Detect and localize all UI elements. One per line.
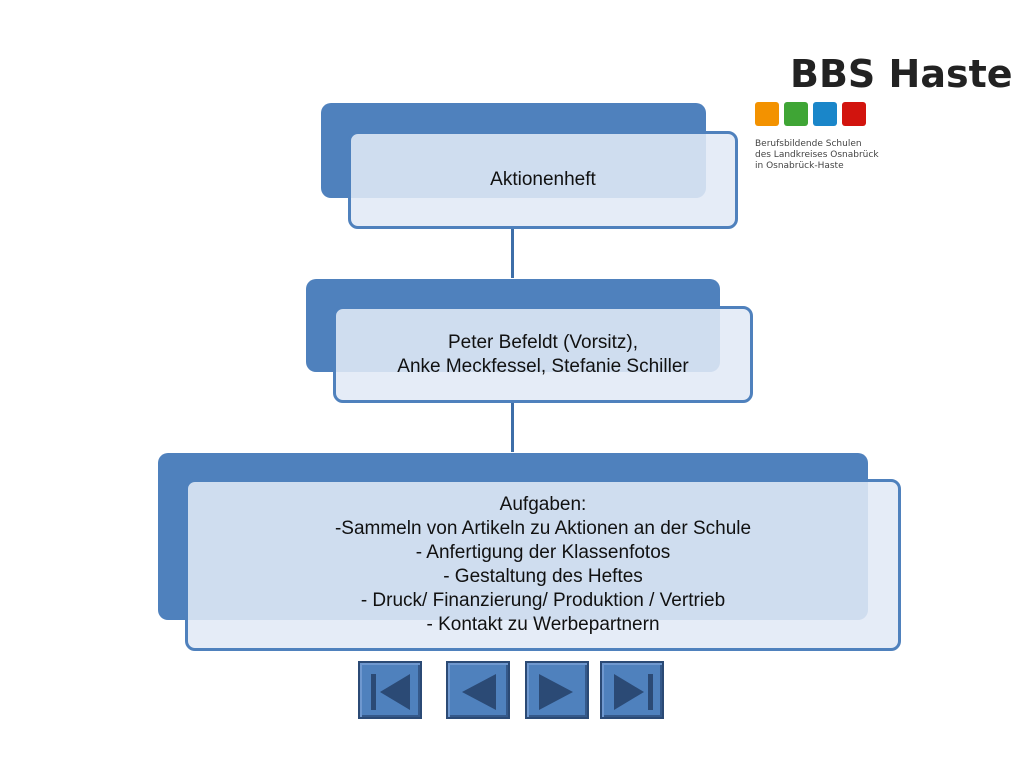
logo-square-red <box>842 102 866 126</box>
logo-title: BBS Haste <box>790 52 1013 96</box>
box-3-line: - Druck/ Finanzierung/ Produktion / Vert… <box>360 590 726 611</box>
logo-square-orange <box>755 102 779 126</box>
logo-subtitle-line: Berufsbildende Schulen <box>755 139 862 149</box>
next-slide-icon <box>539 674 573 710</box>
connector-line <box>511 402 514 452</box>
box-2: Peter Befeldt (Vorsitz), Anke Meckfessel… <box>333 306 753 403</box>
box-3: Aufgaben: -Sammeln von Artikeln zu Aktio… <box>185 479 901 651</box>
box-3-line: Aufgaben: <box>499 494 587 515</box>
last-slide-icon <box>614 674 653 710</box>
box-3-line: -Sammeln von Artikeln zu Aktionen an der… <box>334 518 752 539</box>
first-slide-icon <box>371 674 410 710</box>
box-3-line: - Gestaltung des Heftes <box>443 566 643 587</box>
box-2-line: Peter Befeldt (Vorsitz), <box>447 331 639 353</box>
previous-slide-icon <box>462 674 496 710</box>
first-slide-button[interactable] <box>358 661 422 719</box>
next-slide-button[interactable] <box>525 661 589 719</box>
logo-square-green <box>784 102 808 126</box>
box-3-line: - Kontakt zu Werbepartnern <box>426 614 660 635</box>
box-1: Aktionenheft <box>348 131 738 229</box>
connector-line <box>511 228 514 278</box>
box-3-line: - Anfertigung der Klassenfotos <box>415 542 671 563</box>
box-2-line: Anke Meckfessel, Stefanie Schiller <box>397 355 689 377</box>
logo-subtitle: Berufsbildende Schulen des Landkreises O… <box>755 139 879 172</box>
box-1-text: Aktionenheft <box>490 169 596 190</box>
logo-square-blue <box>813 102 837 126</box>
last-slide-button[interactable] <box>600 661 664 719</box>
logo-squares <box>755 102 866 126</box>
logo-subtitle-line: in Osnabrück-Haste <box>755 161 844 171</box>
previous-slide-button[interactable] <box>446 661 510 719</box>
logo-subtitle-line: des Landkreises Osnabrück <box>755 150 879 160</box>
